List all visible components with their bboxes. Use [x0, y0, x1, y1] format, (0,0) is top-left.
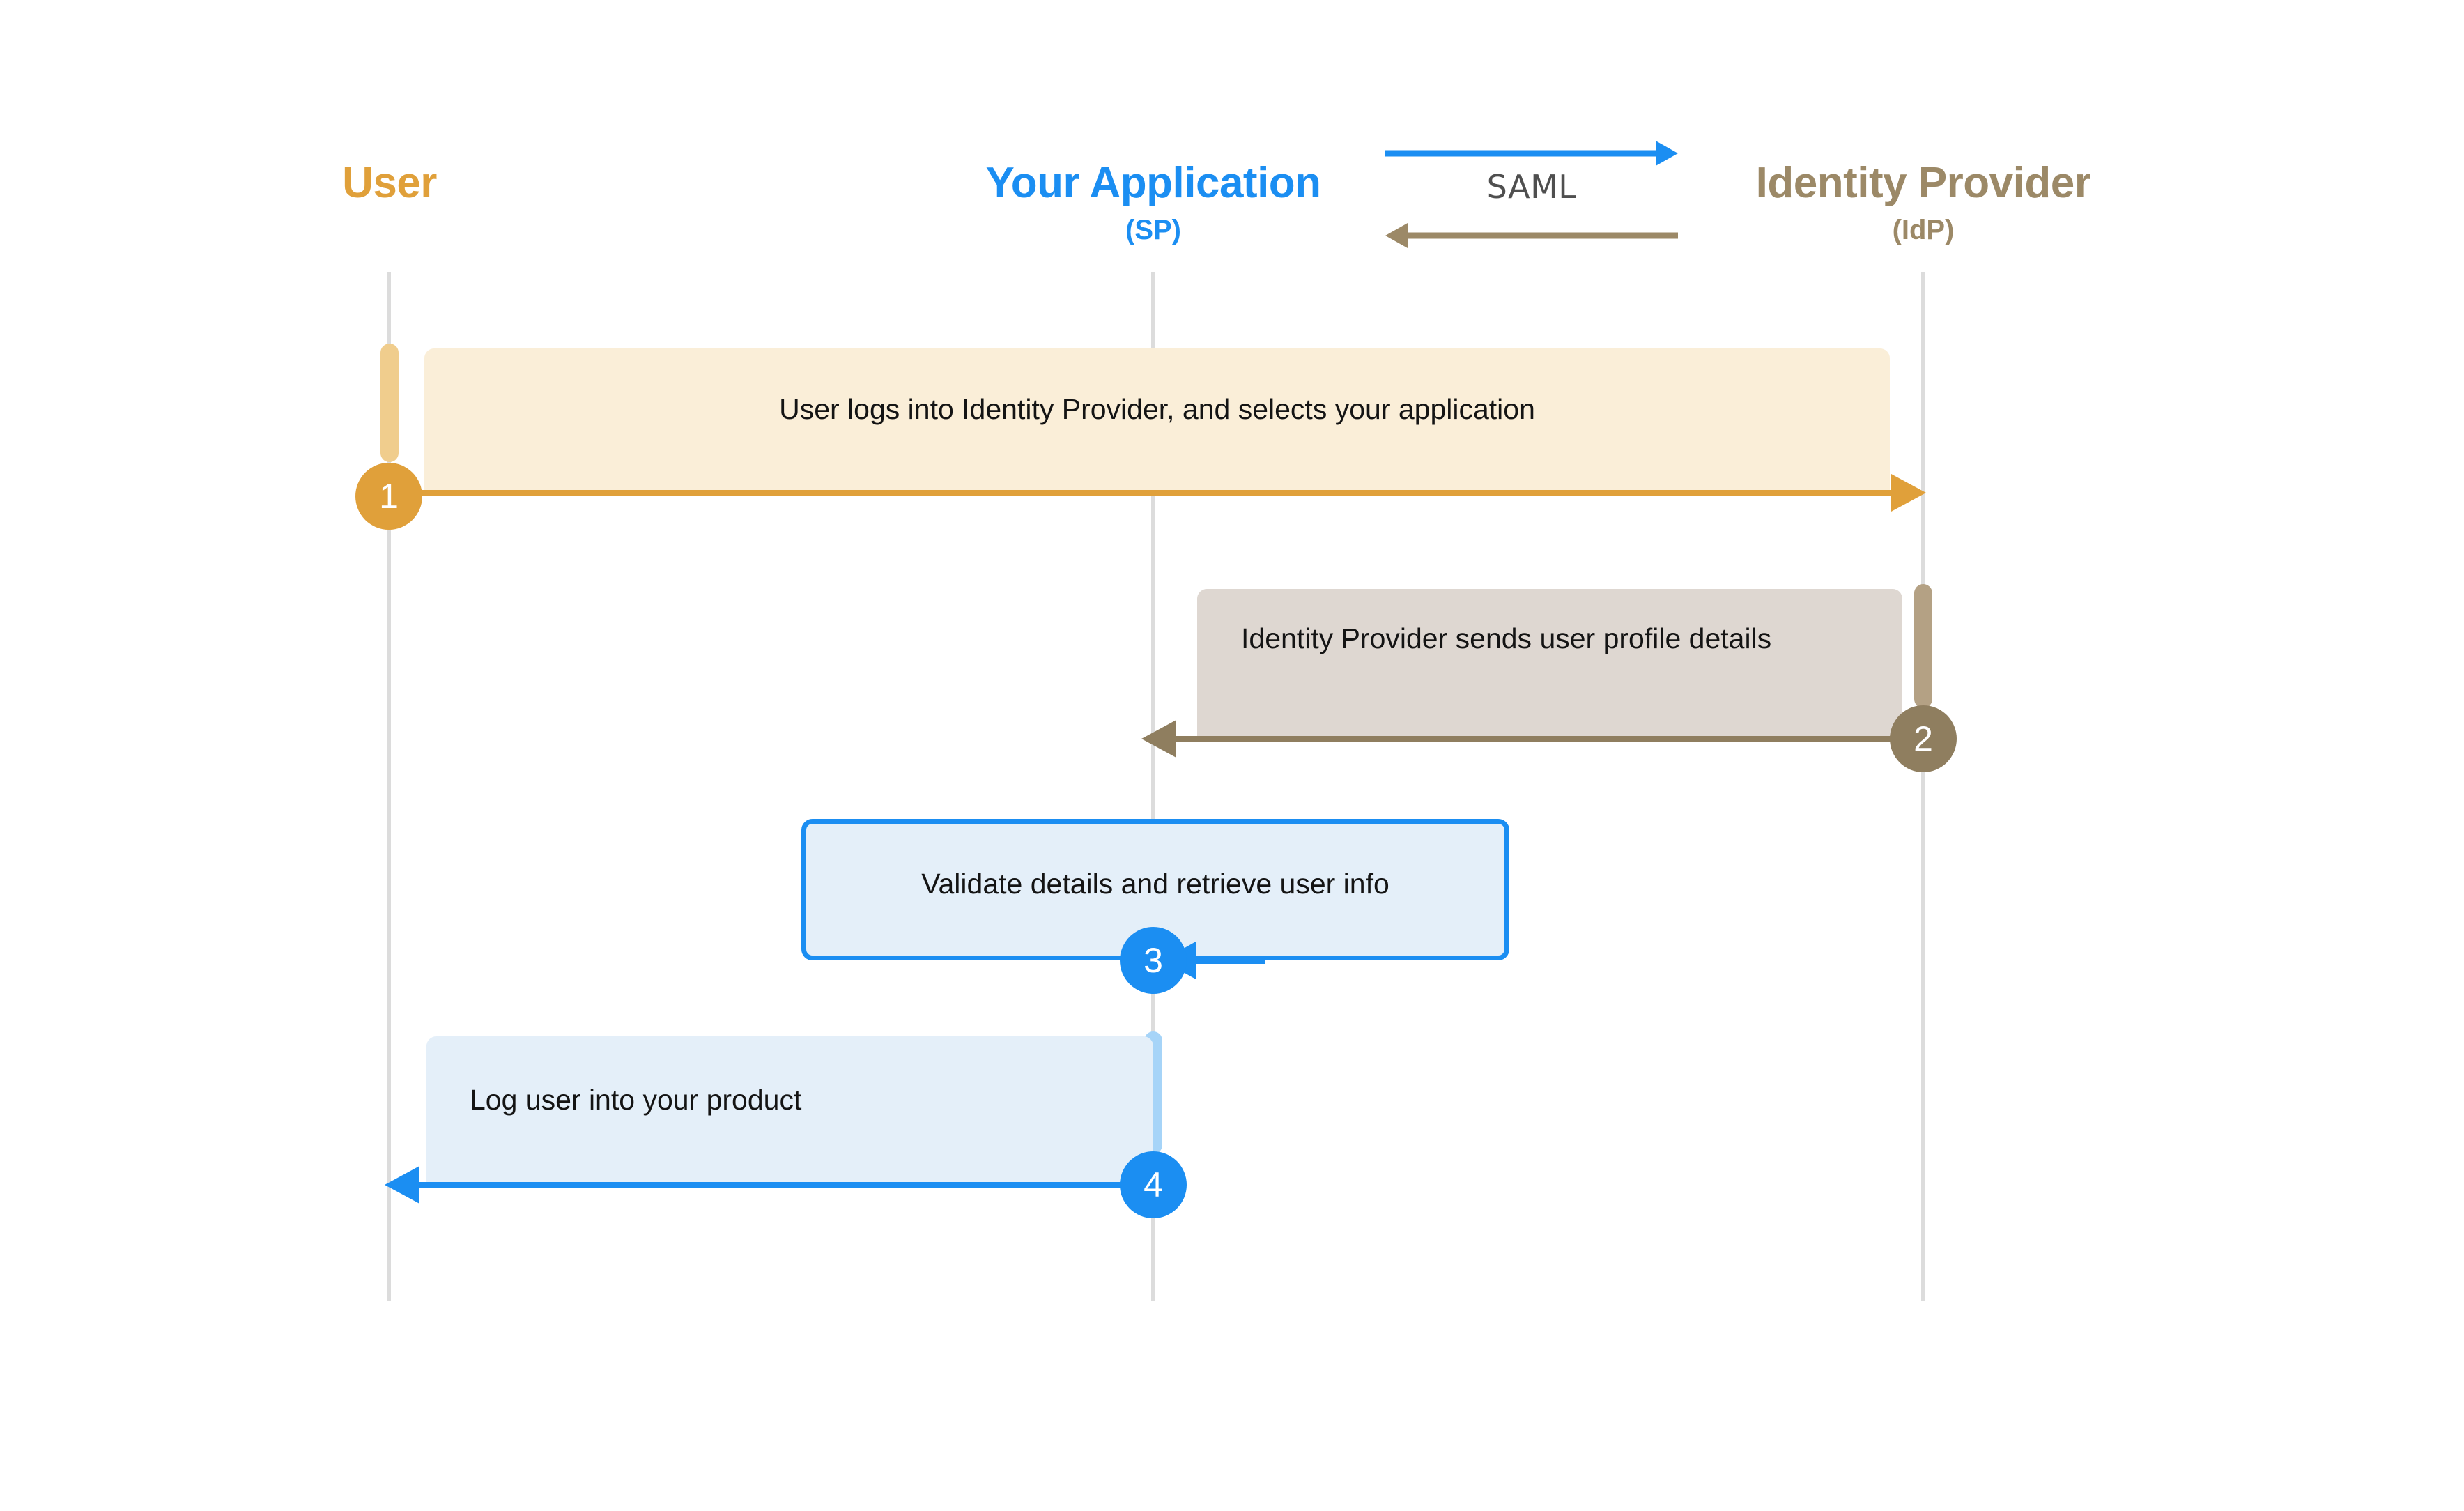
message-band-step4: Log user into your product — [426, 1036, 1153, 1185]
participant-identity-provider-subtitle: (IdP) — [1892, 215, 1955, 245]
activation-bar-user-step1 — [380, 344, 399, 462]
message-text-step1: User logs into Identity Provider, and se… — [779, 393, 1535, 425]
message-band-step2: Identity Provider sends user profile det… — [1197, 589, 1902, 739]
step-badge-4[interactable]: 4 — [1120, 1151, 1187, 1218]
message-arrowhead-left-step2 — [1141, 720, 1176, 758]
message-text-step2: Identity Provider sends user profile det… — [1241, 622, 1772, 654]
participant-identity-provider: Identity Provider (IdP) — [1755, 159, 2091, 245]
activation-bar-idp-step2 — [1914, 584, 1932, 708]
lifeline-identity-provider — [1921, 272, 1925, 1301]
message-arrow-line-step1 — [390, 490, 1891, 496]
participant-your-application-subtitle: (SP) — [1125, 215, 1181, 245]
lifeline-your-application — [1151, 272, 1155, 1301]
message-text-step3: Validate details and retrieve user info — [921, 868, 1389, 900]
participant-user-title: User — [342, 159, 437, 207]
participant-your-application: Your Application (SP) — [985, 159, 1321, 245]
saml-arrows-icon — [1385, 141, 1678, 248]
step-badge-1[interactable]: 1 — [355, 463, 422, 530]
saml-protocol-group: SAML — [1385, 136, 1678, 251]
step-badge-3[interactable]: 3 — [1120, 927, 1187, 994]
participant-your-application-title: Your Application — [985, 159, 1321, 207]
lifeline-user — [387, 272, 391, 1301]
message-arrowhead-right-step1 — [1891, 474, 1926, 512]
participant-user: User — [342, 162, 437, 205]
message-arrow-line-step3 — [1153, 958, 1265, 964]
message-arrowhead-left-step4 — [385, 1166, 419, 1204]
message-arrow-line-step2 — [1176, 736, 1923, 742]
step-badge-2[interactable]: 2 — [1890, 705, 1957, 772]
message-arrow-line-step4 — [418, 1182, 1153, 1188]
saml-label: SAML — [1486, 168, 1577, 206]
participant-identity-provider-title: Identity Provider — [1755, 159, 2091, 207]
message-text-step4: Log user into your product — [470, 1084, 802, 1116]
message-band-step1: User logs into Identity Provider, and se… — [424, 348, 1890, 493]
